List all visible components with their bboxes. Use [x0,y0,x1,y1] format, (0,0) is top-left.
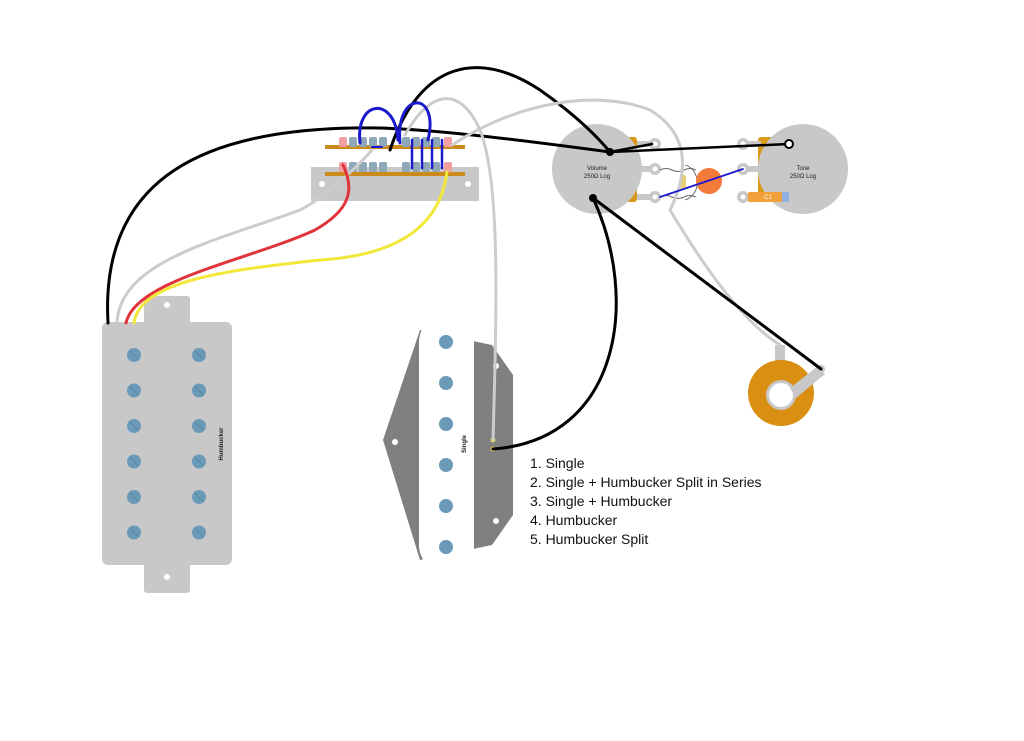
humbucker-body [102,322,232,565]
switch-pin [432,137,440,147]
tone-pot-name: Tone [796,166,810,172]
switch-pin [349,137,357,147]
pole-piece [439,458,453,472]
legend-item: 5. Humbucker Split [530,531,649,547]
pole-piece [439,417,453,431]
pole-piece [439,540,453,554]
volume-pot: Volume 250Ω Log [552,124,661,214]
screw-slot [194,386,204,395]
jack-tip-lug [790,366,825,398]
pole-piece [439,499,453,513]
single-pole-pieces [439,335,453,554]
switch-end-pin [339,137,347,147]
switch-end-pin [444,162,452,172]
switch-pin [432,162,440,172]
single-mount-hole-bottom [493,518,499,524]
volume-ground-dot [589,194,597,202]
wire-humbucker-yellow [132,170,449,325]
five-way-switch [311,137,479,201]
switch-bar-top [325,145,465,149]
pole-piece [439,335,453,349]
screw-slot [194,528,204,537]
volume-junction-dot [606,148,614,156]
volume-pot-name: Volume [587,166,608,172]
switch-end-pin [444,137,452,147]
jack-hole [769,383,793,407]
switch-pin [402,162,410,172]
wire-volume-to-tone [608,142,791,154]
wire-tone-cap-blue [659,168,744,198]
wire-switch-to-ground-white [450,98,782,347]
humbucker-pole-screws [127,348,206,540]
legend-item: 4. Humbucker [530,512,618,528]
switch-pin [412,137,420,147]
legend-item: 2. Single + Humbucker Split in Series [530,474,762,490]
screw-slot [129,492,139,502]
switch-vertical-jumpers [410,138,444,170]
switch-pin [379,137,387,147]
single-mount-hole-left [392,439,398,445]
volume-pot-value: 250Ω Log [584,174,610,180]
humbucker-label: Humbucker [219,427,225,461]
wire-single-black [491,196,618,451]
switch-pin [359,162,367,172]
switch-jumper-loop-1 [358,107,400,145]
output-jack [748,345,825,426]
screw-slot [129,386,139,395]
wire-single-white [403,97,498,442]
screw-slot [129,457,139,466]
wires [106,66,823,451]
screw-slot [194,421,204,431]
switch-jumper-loop-2 [398,101,432,145]
wire-humbucker-white [115,148,374,325]
legend-item: 3. Single + Humbucker [530,493,673,509]
wire-humbucker-red [124,163,351,325]
single-coil-pickup: Single [383,315,513,572]
switch-pin [379,162,387,172]
switch-pins [339,137,452,172]
humbucker-top-mount-hole [164,302,170,308]
switch-mount-hole-left [319,181,325,187]
wire-switch-to-volume-black [388,66,612,154]
switch-pin [369,162,377,172]
tone-cap-label: C1 [764,195,772,201]
tone-cap-band [782,192,789,202]
switch-bar-bottom [325,172,465,176]
jack-sleeve-lug [775,345,785,375]
screw-slot [129,528,139,537]
screw-slot [194,492,204,502]
humbucker-pickup: Humbucker [102,296,232,593]
humbucker-top-tab [144,296,190,330]
switch-pin [369,137,377,147]
single-bobbin [419,315,474,572]
tone-cap-body [748,192,782,202]
screw-slot [129,350,139,360]
screw-slot [194,457,204,466]
legend-item: 1. Single [530,455,585,471]
screw-slot [129,421,139,431]
screw-slot [194,350,204,360]
switch-mount-hole-right [465,181,471,187]
switch-pin [402,137,410,147]
tone-pot-value: 250Ω Log [790,174,816,180]
volume-pot-lugs [637,138,661,203]
single-label: Single [462,434,468,453]
humbucker-bottom-mount-hole [164,574,170,580]
wire-humbucker-black [106,126,612,325]
switch-positions-legend: 1. Single 2. Single + Humbucker Split in… [530,454,762,549]
tone-wiper-dot [784,139,794,149]
tone-pot: Tone 250Ω Log C1 [737,124,848,214]
pole-piece [439,376,453,390]
wire-volume-to-jack [591,196,823,371]
tone-capacitor: C1 [748,192,789,202]
tone-pot-body [758,124,848,214]
switch-pin [422,162,430,172]
switch-pin [412,162,420,172]
